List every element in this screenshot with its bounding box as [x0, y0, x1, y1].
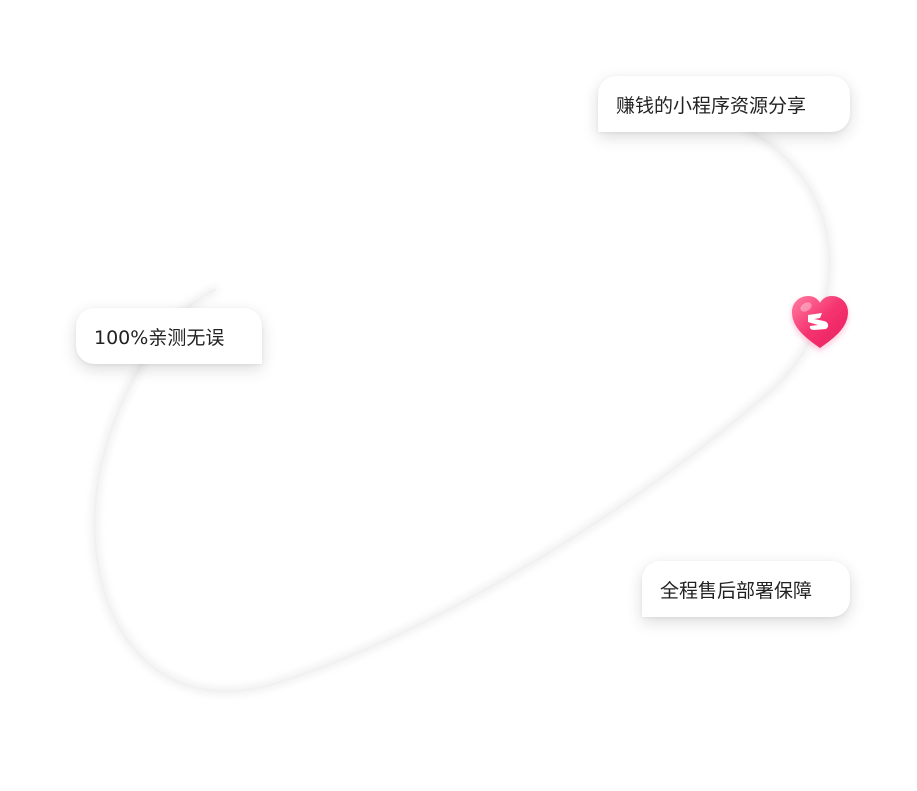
feature-label-support: 全程售后部署保障: [660, 579, 813, 602]
heart-hand-icon: [784, 288, 856, 356]
feature-bubble-resources: 赚钱的小程序资源分享: [598, 76, 850, 132]
feature-bubble-tested: 100%亲测无误: [76, 308, 262, 364]
feature-label-tested: 100%亲测无误: [94, 326, 225, 349]
feature-bubble-support: 全程售后部署保障: [642, 561, 850, 617]
feature-label-resources: 赚钱的小程序资源分享: [616, 94, 807, 117]
